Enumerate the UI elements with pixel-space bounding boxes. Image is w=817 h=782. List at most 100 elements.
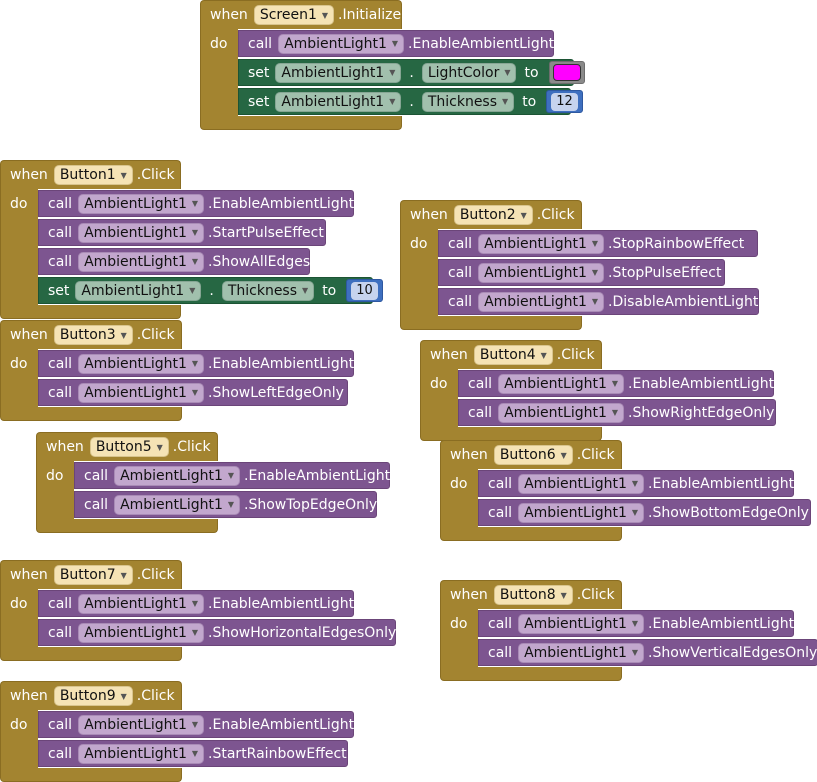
component-dropdown[interactable]: AmbientLight1▼ — [78, 622, 205, 643]
component-dropdown[interactable]: Screen1▼ — [253, 5, 335, 25]
chevron-down-icon: ▼ — [591, 268, 599, 277]
component-dropdown[interactable]: AmbientLight1▼ — [75, 280, 202, 301]
chevron-down-icon: ▼ — [611, 408, 619, 417]
component-dropdown[interactable]: AmbientLight1▼ — [114, 494, 241, 515]
dropdown-label: Button5 — [95, 439, 152, 455]
component-dropdown[interactable]: AmbientLight1▼ — [498, 373, 625, 394]
component-dropdown[interactable]: Button7▼ — [53, 565, 133, 585]
call-label: call — [468, 375, 493, 392]
component-dropdown[interactable]: Button3▼ — [53, 325, 133, 345]
component-dropdown[interactable]: Button2▼ — [453, 205, 533, 225]
property-dropdown[interactable]: Thickness▼ — [421, 91, 515, 112]
component-dropdown[interactable]: AmbientLight1▼ — [78, 743, 205, 764]
number-block[interactable]: 10 — [346, 279, 383, 302]
component-dropdown[interactable]: Button9▼ — [53, 686, 133, 706]
dot-label: . — [209, 282, 214, 299]
dropdown-label: Button7 — [59, 567, 116, 583]
component-dropdown[interactable]: AmbientLight1▼ — [518, 613, 645, 634]
dot-label: . — [409, 93, 414, 110]
color-block[interactable] — [548, 61, 585, 84]
component-dropdown[interactable]: AmbientLight1▼ — [78, 382, 205, 403]
color-swatch[interactable] — [552, 64, 581, 81]
chevron-down-icon: ▼ — [611, 379, 619, 388]
do-label: do — [410, 236, 428, 252]
component-dropdown[interactable]: AmbientLight1▼ — [78, 353, 205, 374]
component-dropdown[interactable]: AmbientLight1▼ — [478, 233, 605, 254]
dropdown-label: Thickness — [227, 282, 298, 299]
component-dropdown[interactable]: Button4▼ — [473, 345, 553, 365]
component-dropdown[interactable]: AmbientLight1▼ — [114, 465, 241, 486]
event-name: .Click — [576, 587, 615, 603]
chevron-down-icon: ▼ — [389, 97, 396, 106]
component-dropdown[interactable]: AmbientLight1▼ — [78, 251, 205, 272]
call-label: call — [488, 504, 513, 521]
dropdown-label: Thickness — [427, 93, 498, 110]
component-dropdown[interactable]: AmbientLight1▼ — [275, 62, 402, 83]
event-footer — [0, 305, 181, 319]
component-dropdown[interactable]: AmbientLight1▼ — [275, 91, 402, 112]
number-block[interactable]: 12 — [546, 90, 583, 113]
chevron-down-icon: ▼ — [540, 350, 547, 360]
chevron-down-icon: ▼ — [560, 590, 567, 600]
method-name: .EnableAmbientLight — [648, 615, 795, 632]
component-dropdown[interactable]: AmbientLight1▼ — [478, 262, 605, 283]
component-dropdown[interactable]: AmbientLight1▼ — [78, 222, 205, 243]
component-dropdown[interactable]: AmbientLight1▼ — [78, 714, 205, 735]
component-dropdown[interactable]: AmbientLight1▼ — [498, 402, 625, 423]
component-dropdown[interactable]: Button6▼ — [493, 445, 573, 465]
component-dropdown[interactable]: AmbientLight1▼ — [78, 593, 205, 614]
call-label: call — [48, 384, 73, 401]
property-dropdown[interactable]: LightColor▼ — [421, 62, 517, 83]
component-dropdown[interactable]: AmbientLight1▼ — [518, 473, 645, 494]
property-dropdown[interactable]: Thickness▼ — [221, 280, 315, 301]
dropdown-label: AmbientLight1 — [284, 35, 387, 52]
component-dropdown[interactable]: AmbientLight1▼ — [478, 291, 605, 312]
component-dropdown[interactable]: AmbientLight1▼ — [278, 33, 405, 54]
component-dropdown[interactable]: Button1▼ — [53, 165, 133, 185]
component-dropdown[interactable]: AmbientLight1▼ — [518, 642, 645, 663]
component-dropdown[interactable]: Button8▼ — [493, 585, 573, 605]
dropdown-label: AmbientLight1 — [524, 475, 627, 492]
component-dropdown[interactable]: AmbientLight1▼ — [518, 502, 645, 523]
component-dropdown[interactable]: AmbientLight1▼ — [78, 193, 205, 214]
number-value[interactable]: 10 — [351, 281, 378, 300]
number-value[interactable]: 12 — [551, 92, 578, 111]
chevron-down-icon: ▼ — [120, 691, 127, 701]
to-label: to — [322, 282, 337, 299]
component-dropdown[interactable]: Button5▼ — [89, 437, 169, 457]
